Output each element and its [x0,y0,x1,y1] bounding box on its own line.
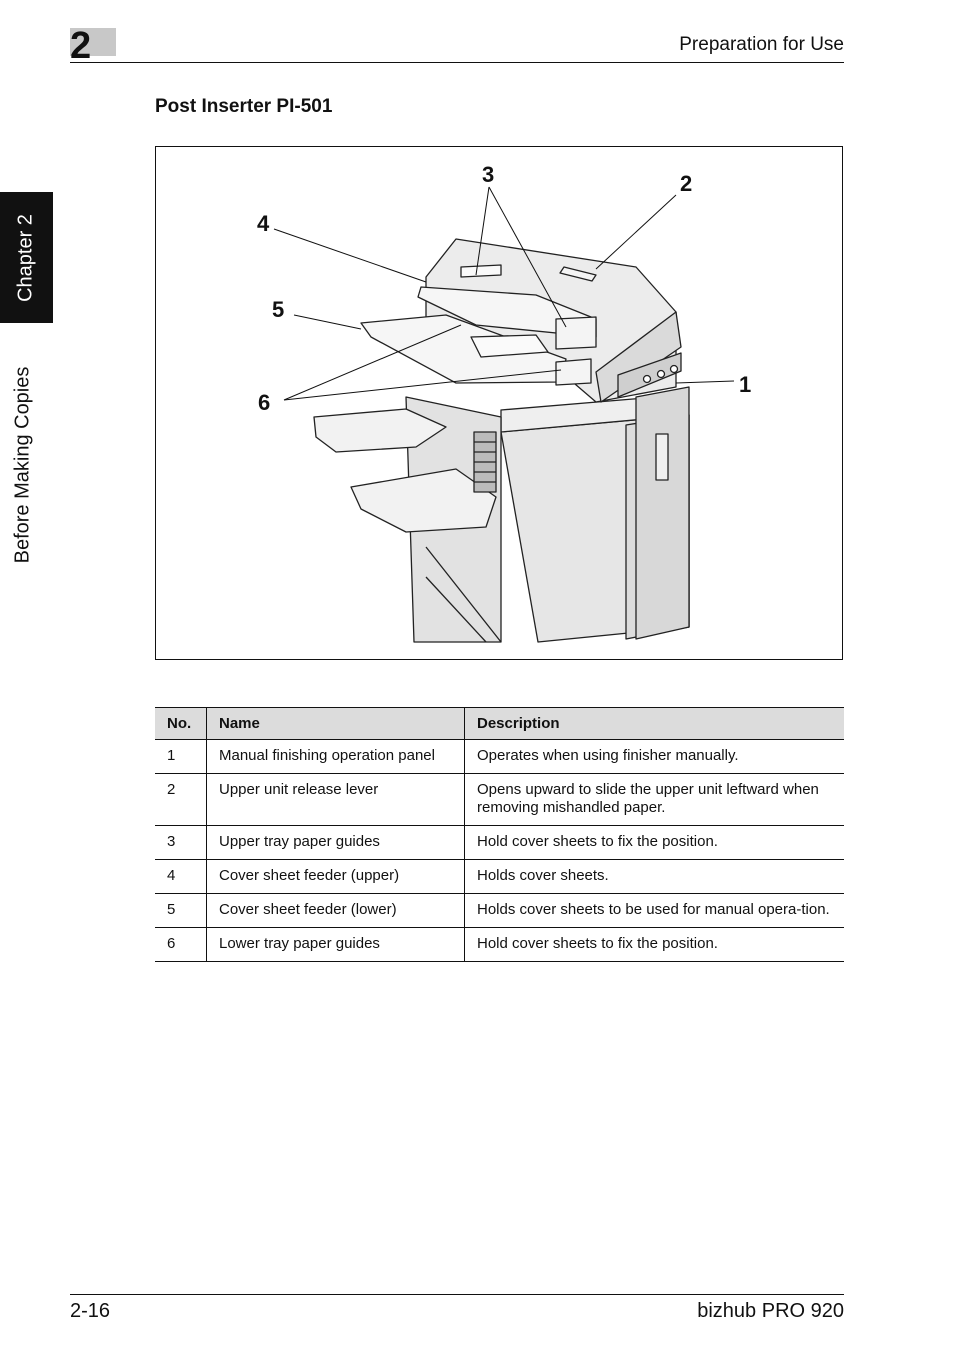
header-name: Name [206,707,465,740]
table-row: 2 Upper unit release lever Opens upward … [155,773,844,826]
table-row: 3 Upper tray paper guides Hold cover she… [155,825,844,860]
cell-no: 4 [155,859,207,894]
cell-no: 2 [155,773,207,826]
cell-no: 1 [155,739,207,774]
cell-description: Holds cover sheets to be used for manual… [464,893,844,928]
table-row: 4 Cover sheet feeder (upper) Holds cover… [155,859,844,894]
table-row: 1 Manual finishing operation panel Opera… [155,739,844,774]
cell-description: Operates when using finisher manually. [464,739,844,774]
cell-name: Lower tray paper guides [206,927,465,962]
callout-5: 5 [272,297,285,322]
table-row: 6 Lower tray paper guides Hold cover she… [155,927,844,962]
parts-table: No. Name Description 1 Manual finishing … [155,707,844,962]
callout-4: 4 [257,211,270,236]
post-inserter-illustration [273,186,735,643]
figure-frame: 1 2 3 4 5 6 [155,146,843,660]
footer-rule [70,1294,844,1295]
cell-name: Cover sheet feeder (upper) [206,859,465,894]
product-name: bizhub PRO 920 [697,1300,844,1322]
page-number: 2-16 [70,1300,111,1322]
callout-1: 1 [739,372,752,397]
chapter-tab-label: Chapter 2 [14,214,37,302]
cell-description: Opens upward to slide the upper unit lef… [464,773,844,826]
header-no: No. [155,707,207,740]
section-side-label: Before Making Copies [11,366,34,564]
callout-6: 6 [258,390,271,415]
cell-name: Upper tray paper guides [206,825,465,860]
cell-description: Hold cover sheets to fix the position. [464,927,844,962]
callout-3: 3 [482,162,495,187]
chapter-number-box [70,28,116,56]
chapter-number: 2 [70,25,92,67]
cell-name: Manual finishing operation panel [206,739,465,774]
table-row: 5 Cover sheet feeder (lower) Holds cover… [155,893,844,928]
callout-2: 2 [680,171,693,196]
cell-name: Upper unit release lever [206,773,465,826]
header-description: Description [464,707,844,740]
table-header-row: No. Name Description [155,707,844,740]
header-title: Preparation for Use [679,34,844,55]
section-title: Post Inserter PI-501 [155,96,333,117]
cell-name: Cover sheet feeder (lower) [206,893,465,928]
cell-description: Holds cover sheets. [464,859,844,894]
header-rule [70,62,844,63]
cell-no: 6 [155,927,207,962]
cell-no: 3 [155,825,207,860]
cell-description: Hold cover sheets to fix the position. [464,825,844,860]
cell-no: 5 [155,893,207,928]
chapter-tab [0,192,53,323]
